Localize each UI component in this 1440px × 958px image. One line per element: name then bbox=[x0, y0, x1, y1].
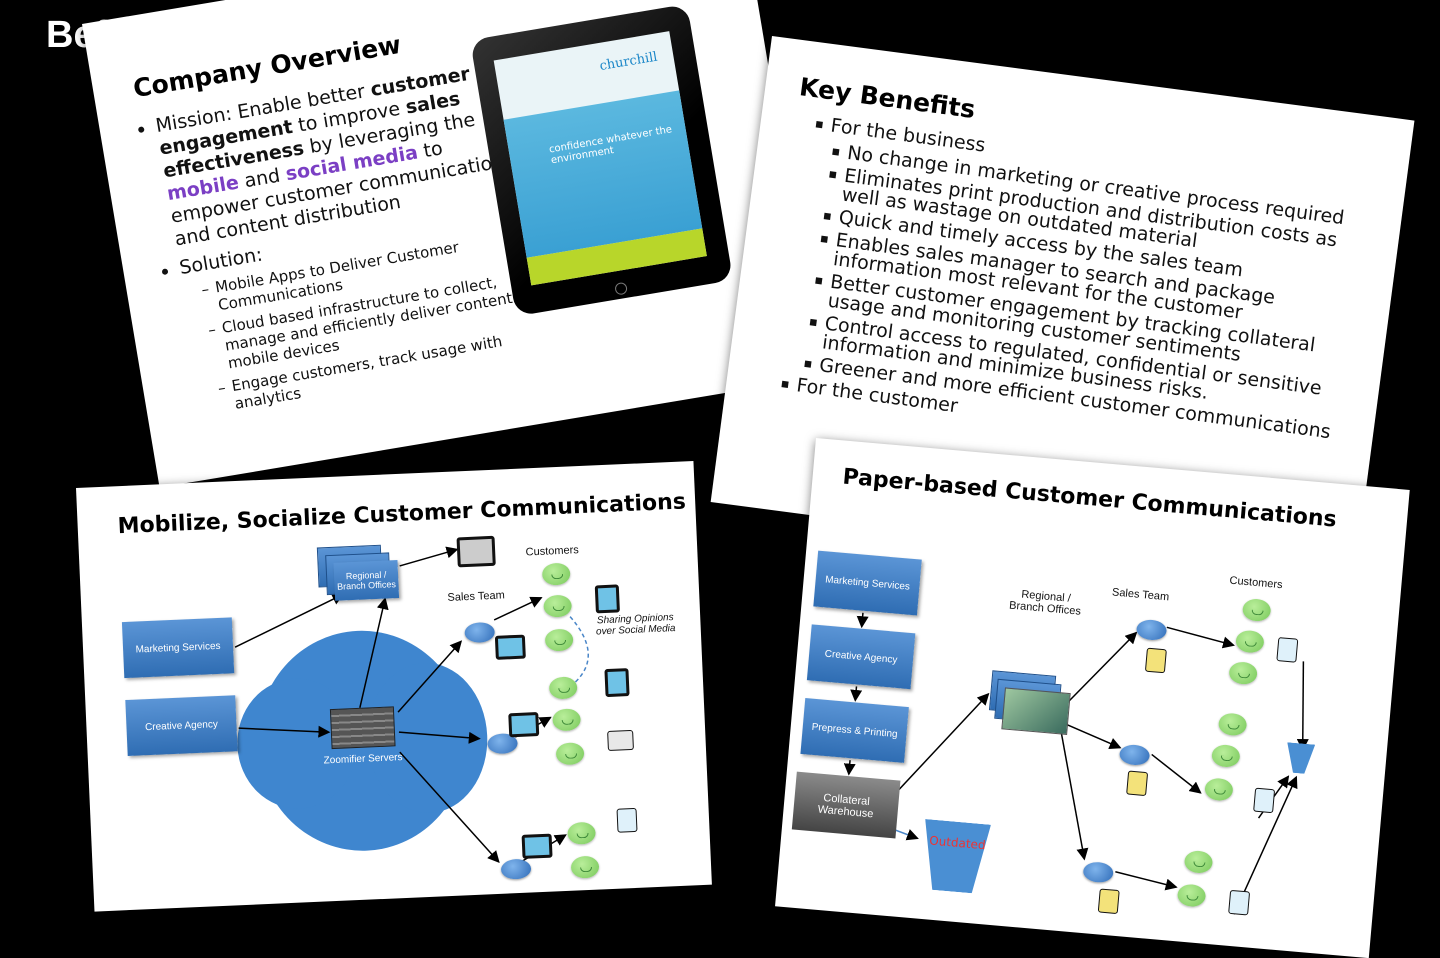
tablet-screen: churchill confidence whatever the enviro… bbox=[493, 31, 707, 286]
regional-offices-box: Regional / Branch Offices bbox=[333, 560, 400, 601]
brochure-icon bbox=[1228, 889, 1251, 916]
marketing-services-box: Marketing Services bbox=[813, 550, 922, 616]
tablet-icon bbox=[494, 634, 526, 660]
prepress-box: Prepress & Printing bbox=[800, 698, 909, 763]
home-button-icon bbox=[614, 281, 628, 296]
slide-paper-based: Paper-based Customer Communications Mark… bbox=[775, 438, 1410, 958]
servers-icon bbox=[329, 706, 396, 750]
brochure-icon bbox=[616, 807, 638, 833]
creative-agency-box: Creative Agency bbox=[806, 624, 916, 690]
brochure-icon bbox=[1253, 787, 1276, 814]
brochure-icon bbox=[1276, 637, 1299, 663]
brochure-icon bbox=[1144, 647, 1167, 674]
brand-logo: churchill bbox=[598, 49, 659, 75]
creative-agency-box: Creative Agency bbox=[125, 695, 238, 756]
tablet-image: churchill confidence whatever the enviro… bbox=[469, 3, 734, 317]
tablet-icon bbox=[521, 833, 553, 859]
brochure-icon bbox=[1097, 888, 1120, 915]
brochure-icon bbox=[1126, 770, 1149, 797]
phone-icon bbox=[604, 668, 630, 698]
brochure-stack-icon bbox=[1001, 687, 1071, 736]
slide-mobilize: Mobilize, Socialize Customer Communicati… bbox=[76, 461, 712, 912]
slide-company-overview: Company Overview Mission: Enable better … bbox=[82, 0, 821, 488]
phone-icon bbox=[594, 584, 620, 614]
sharing-label: Sharing Opinions over Social Media bbox=[595, 612, 676, 638]
tablet-icon bbox=[508, 712, 540, 738]
benefits-list: For the business No change in marketing … bbox=[777, 114, 1379, 471]
marketing-services-box: Marketing Services bbox=[121, 617, 235, 679]
desktop-icon bbox=[456, 535, 496, 568]
flow-arrows bbox=[843, 612, 1309, 915]
email-icon bbox=[607, 729, 634, 752]
